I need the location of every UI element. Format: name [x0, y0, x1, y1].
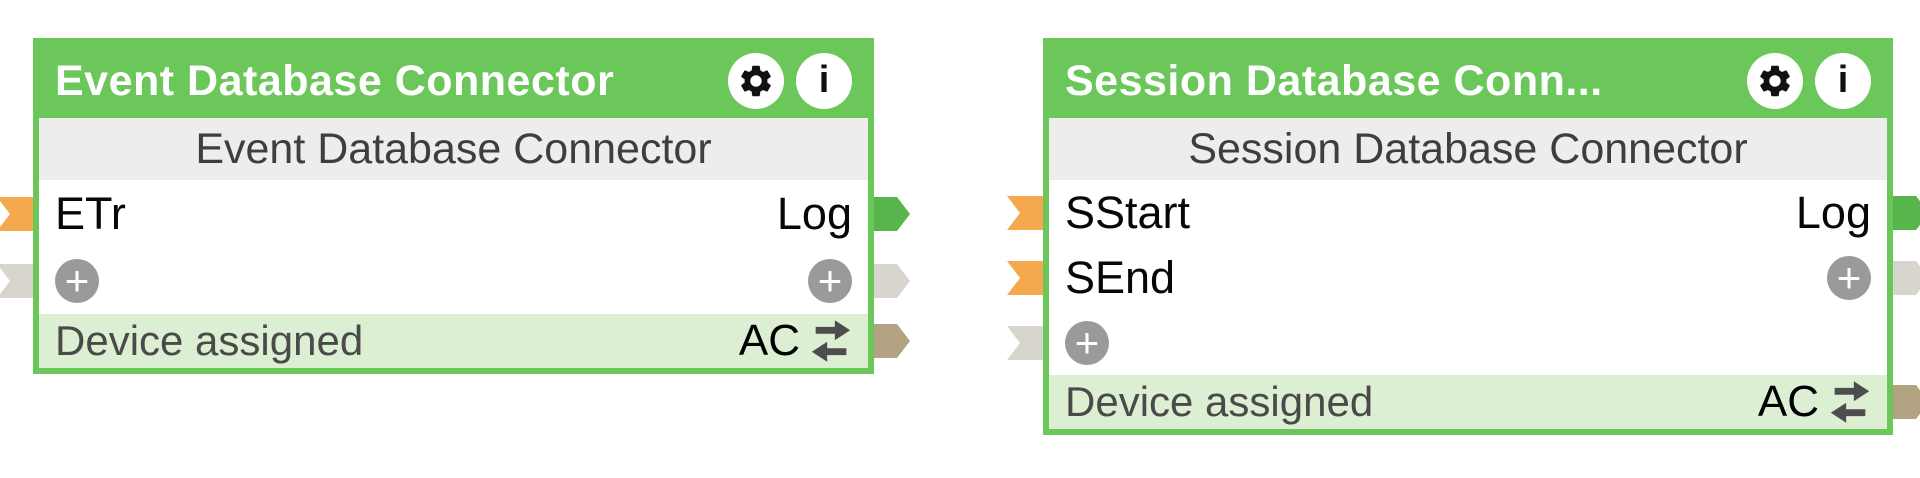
info-button[interactable]: i: [1815, 53, 1871, 109]
port-row: SStart Log: [1049, 180, 1887, 245]
output-port-connector-add[interactable]: [874, 264, 910, 298]
add-output-button[interactable]: +: [808, 256, 852, 304]
plus-icon: +: [64, 256, 90, 304]
add-output-button[interactable]: +: [1827, 253, 1871, 301]
port-row: ETr Log: [39, 180, 868, 247]
input-port-label-etr: ETr: [55, 187, 126, 239]
input-port-connector-add[interactable]: [0, 264, 33, 298]
node-event-database-connector[interactable]: Event Database Connector i Event Databas…: [0, 38, 910, 374]
ac-label: AC: [738, 316, 800, 365]
plus-icon: +: [1074, 318, 1100, 366]
output-port-connector-ac[interactable]: [1893, 385, 1920, 419]
status-text: Device assigned: [1065, 378, 1374, 425]
input-port-connector-send[interactable]: [1007, 261, 1043, 295]
output-port-label-log: Log: [1795, 186, 1871, 238]
info-icon: i: [818, 59, 830, 101]
node-header: Event Database Connector i: [39, 44, 868, 118]
output-port-label-log: Log: [776, 187, 852, 239]
info-button[interactable]: i: [796, 53, 852, 109]
ac-label: AC: [1757, 377, 1819, 426]
settings-button[interactable]: [1747, 53, 1803, 109]
node-subtitle: Event Database Connector: [39, 118, 868, 180]
add-port-row: +: [1049, 310, 1887, 375]
add-port-row: + +: [39, 247, 868, 314]
port-row: SEnd +: [1049, 245, 1887, 310]
swap-arrows-icon: [808, 318, 854, 364]
input-port-connector-sstart[interactable]: [1007, 196, 1043, 230]
node-footer: Device assigned AC: [1049, 375, 1887, 429]
info-icon: i: [1837, 59, 1849, 101]
ac-toggle[interactable]: AC: [1758, 377, 1873, 427]
node-header: Session Database Conn... i: [1049, 44, 1887, 118]
node-footer: Device assigned AC: [39, 314, 868, 368]
gear-icon: [737, 62, 775, 100]
ac-toggle[interactable]: AC: [739, 316, 854, 366]
plus-icon: +: [1836, 253, 1862, 301]
input-port-label-send: SEnd: [1065, 251, 1176, 303]
input-port-connector-etr[interactable]: [0, 197, 33, 231]
swap-arrows-icon: [1827, 379, 1873, 425]
output-port-connector-ac[interactable]: [874, 324, 910, 358]
input-port-connector-add[interactable]: [1007, 326, 1043, 360]
settings-button[interactable]: [728, 53, 784, 109]
plus-icon: +: [817, 256, 843, 304]
gear-icon: [1756, 62, 1794, 100]
output-port-connector-add[interactable]: [1893, 261, 1920, 295]
input-port-label-sstart: SStart: [1065, 186, 1191, 238]
output-port-connector-log[interactable]: [1893, 196, 1920, 230]
status-text: Device assigned: [55, 317, 364, 364]
add-input-button[interactable]: +: [55, 256, 99, 304]
node-session-database-connector[interactable]: Session Database Conn... i Session Datab…: [1007, 38, 1920, 435]
output-port-connector-log[interactable]: [874, 197, 910, 231]
node-title: Session Database Conn...: [1065, 56, 1603, 105]
add-input-button[interactable]: +: [1065, 318, 1109, 366]
node-title: Event Database Connector: [55, 56, 615, 105]
row-spacer: [1827, 321, 1871, 365]
node-subtitle: Session Database Connector: [1049, 118, 1887, 180]
